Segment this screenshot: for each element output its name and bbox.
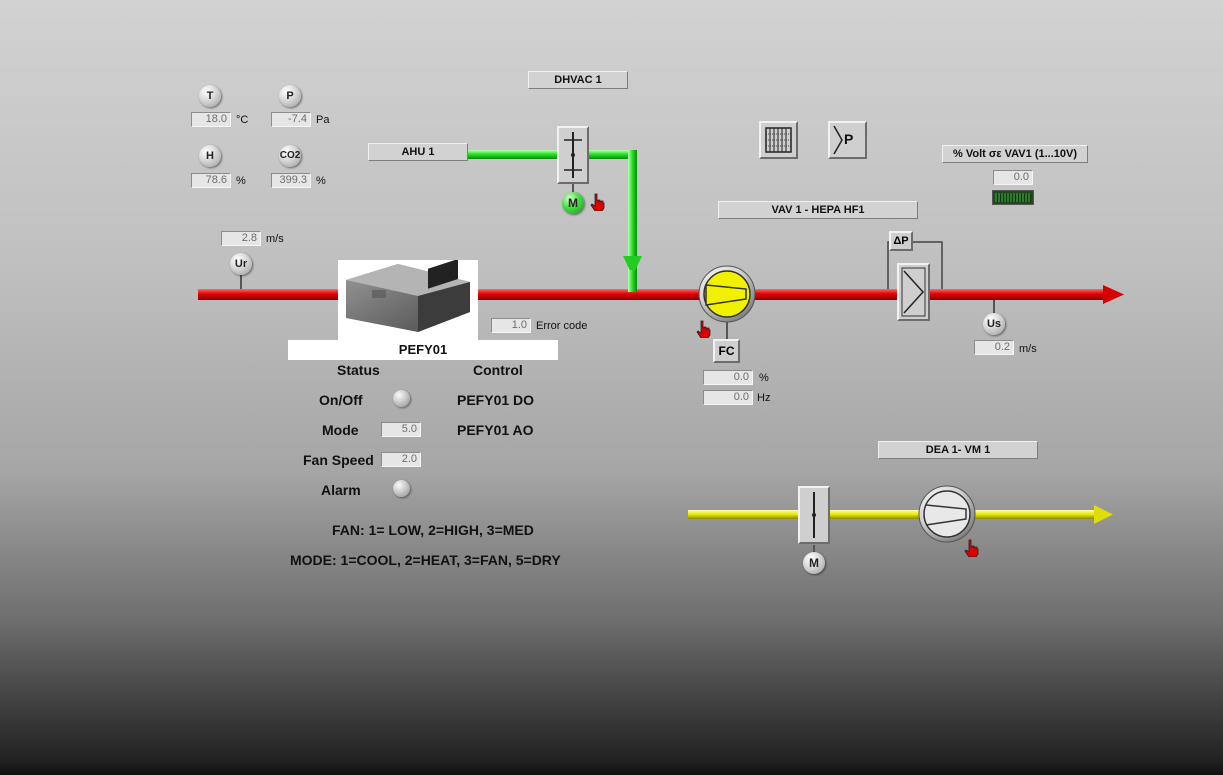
delta-p-wrapper: ΔP xyxy=(876,231,926,251)
pefy-ao-control[interactable]: PEFY01 AO xyxy=(457,422,534,438)
ahu-label: AHU 1 xyxy=(368,143,468,161)
fan-legend: FAN: 1= LOW, 2=HIGH, 3=MED xyxy=(332,522,534,538)
control-header: Control xyxy=(473,362,523,378)
pressure-unit: Pa xyxy=(316,114,330,126)
pefy-do-control[interactable]: PEFY01 DO xyxy=(457,392,535,408)
fanspeed-value: 2.0 xyxy=(381,452,421,467)
indoor-unit-picture xyxy=(346,259,470,332)
fresh-air-damper[interactable] xyxy=(557,126,589,184)
fan-control-button[interactable]: FC xyxy=(713,339,740,363)
fresh-air-duct-horizontal xyxy=(468,150,636,159)
pointer-hand-icon xyxy=(590,193,605,211)
supply-duct-arrow xyxy=(1103,285,1124,304)
hepa-filter-icon xyxy=(901,267,926,317)
exhaust-damper-motor-icon[interactable]: M xyxy=(803,552,825,574)
airspeed-out-unit: m/s xyxy=(1019,343,1037,355)
supply-fan[interactable] xyxy=(698,265,756,323)
alarm-indicator xyxy=(393,480,410,497)
pefy-unit-image[interactable] xyxy=(338,259,478,340)
mode-value: 5.0 xyxy=(381,422,421,437)
pressure-sensor-icon: P xyxy=(279,85,301,107)
exhaust-duct-arrow xyxy=(1094,505,1113,524)
volt-level-bar xyxy=(992,190,1034,205)
delta-p-sensor[interactable]: ΔP xyxy=(889,231,913,251)
damper-motor-icon[interactable]: M xyxy=(562,192,584,214)
chevron-right-icon xyxy=(833,125,843,155)
fresh-air-duct-arrow xyxy=(623,256,642,276)
airspeed-out-sensor-icon: Us xyxy=(983,313,1005,335)
airspeed-in-sensor-icon: Ur xyxy=(230,253,252,275)
alarm-label: Alarm xyxy=(321,482,361,498)
fan-control-hz: 0.0 xyxy=(703,390,753,405)
humidity-unit: % xyxy=(236,175,246,187)
hepa-filter[interactable] xyxy=(897,263,930,321)
fanspeed-label: Fan Speed xyxy=(303,452,374,468)
damper-icon xyxy=(564,132,582,178)
co2-sensor-icon: CO2 xyxy=(279,145,301,167)
pressure-button-label: P xyxy=(844,131,854,147)
exhaust-damper[interactable] xyxy=(798,486,830,544)
pressure-value: -7.4 xyxy=(271,112,311,127)
fan-icon xyxy=(698,265,756,323)
fan-icon xyxy=(918,485,976,543)
fan-control-hz-unit: Hz xyxy=(757,392,771,404)
vav-label: VAV 1 - HEPA HF1 xyxy=(718,201,918,219)
temperature-unit: °C xyxy=(236,114,249,126)
damper-icon xyxy=(812,492,816,538)
airspeed-in-unit: m/s xyxy=(266,233,284,245)
filter-grid-icon xyxy=(765,127,792,153)
fresh-air-duct-vertical xyxy=(628,150,637,272)
exhaust-fan[interactable] xyxy=(918,485,976,543)
onoff-indicator xyxy=(393,390,410,407)
pressure-control-button[interactable]: P xyxy=(828,121,867,159)
humidity-sensor-icon: H xyxy=(199,145,221,167)
humidity-value: 78.6 xyxy=(191,173,231,188)
volt-value: 0.0 xyxy=(993,170,1033,185)
dhvac-label: DHVAC 1 xyxy=(528,71,628,89)
fan-control-percent-unit: % xyxy=(759,372,769,384)
mode-legend: MODE: 1=COOL, 2=HEAT, 3=FAN, 5=DRY xyxy=(290,552,561,568)
volt-label: % Volt σε VAV1 (1...10V) xyxy=(942,145,1088,163)
mode-label: Mode xyxy=(322,422,359,438)
filter-button[interactable] xyxy=(759,121,798,159)
airspeed-in-value: 2.8 xyxy=(221,231,261,246)
pointer-hand-icon xyxy=(696,320,711,338)
airspeed-out-value: 0.2 xyxy=(974,340,1014,355)
co2-unit: % xyxy=(316,175,326,187)
pointer-hand-icon xyxy=(964,539,979,557)
onoff-label: On/Off xyxy=(319,392,363,408)
dea-label: DEA 1- VM 1 xyxy=(878,441,1038,459)
error-code-value: 1.0 xyxy=(491,318,531,333)
status-header: Status xyxy=(337,362,380,378)
temperature-sensor-icon: T xyxy=(199,85,221,107)
supply-duct xyxy=(198,289,1105,300)
temperature-value: 18.0 xyxy=(191,112,231,127)
error-code-label: Error code xyxy=(536,320,588,332)
exhaust-duct xyxy=(688,510,1096,519)
pefy-name-label: PEFY01 xyxy=(288,340,558,360)
fan-control-percent: 0.0 xyxy=(703,370,753,385)
co2-value: 399.3 xyxy=(271,173,311,188)
